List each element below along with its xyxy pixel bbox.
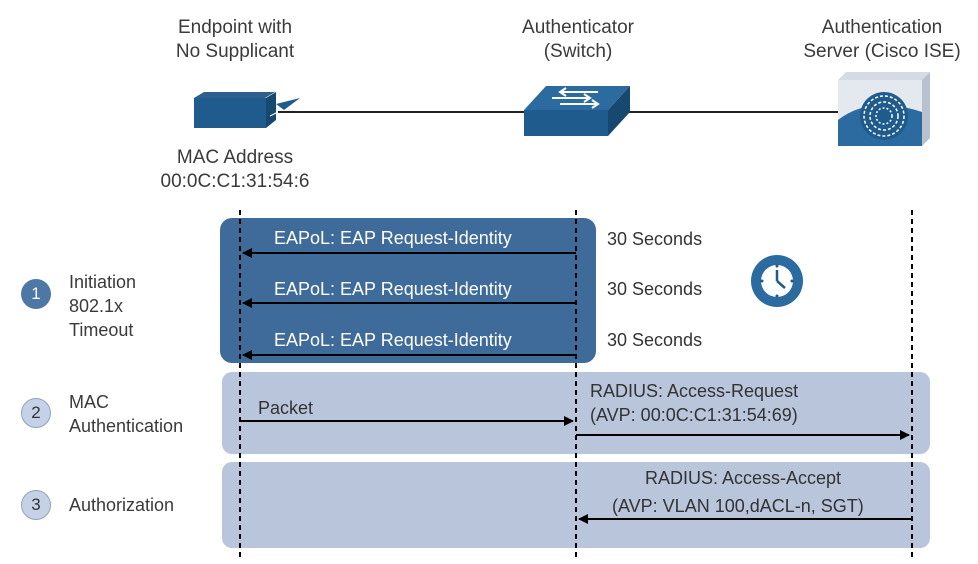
eapol-message-3: EAPoL: EAP Request-Identity: [274, 330, 512, 350]
step-3-label-line1: Authorization: [69, 495, 175, 515]
eapol-message-1: EAPoL: EAP Request-Identity: [274, 228, 512, 248]
endpoint-device-icon: [194, 92, 300, 128]
clock-icon: [751, 255, 803, 307]
radius-accept-label: RADIUS: Access-Accept: [645, 468, 842, 488]
server-title-line1: Authentication: [821, 17, 943, 38]
initiation-panel: [220, 218, 596, 363]
step-3-badge: 3: [21, 490, 51, 520]
radius-request-label: RADIUS: Access-Request: [590, 381, 799, 401]
step-1-label-line3: Timeout: [69, 320, 134, 340]
server-title-line2: Server (Cisco ISE): [803, 41, 961, 62]
mac-address-label: MAC Address: [176, 147, 294, 168]
ise-server-icon: [838, 72, 930, 146]
step-2-badge: 2: [21, 398, 51, 428]
endpoint-title-line2: No Supplicant: [175, 41, 295, 62]
step-3-label: Authorization: [69, 493, 174, 517]
endpoint-title-line1: Endpoint with: [177, 17, 293, 38]
step-2-label: MAC Authentication: [69, 390, 183, 438]
endpoint-title: Endpoint with No Supplicant: [150, 16, 320, 64]
radius-accept-avp: (AVP: VLAN 100,dACL-n, SGT): [612, 496, 864, 516]
radius-request-avp: (AVP: 00:0C:C1:31:54:69): [590, 405, 798, 425]
mac-address-value: 00:0C:C1:31:54:6: [160, 171, 310, 192]
step-1-label: Initiation 802.1x Timeout: [69, 270, 136, 342]
mac-address-block: MAC Address 00:0C:C1:31:54:6: [140, 146, 330, 194]
step-2-label-line2: Authentication: [69, 416, 184, 436]
timeout-label-2: 30 Seconds: [607, 279, 703, 299]
switch-icon: [524, 86, 630, 136]
eapol-message-2: EAPoL: EAP Request-Identity: [274, 279, 512, 299]
packet-label: Packet: [258, 398, 314, 418]
step-1-label-line1: Initiation: [69, 272, 137, 292]
step-1-badge: 1: [21, 279, 51, 309]
server-title: Authentication Server (Cisco ISE): [790, 16, 974, 64]
authenticator-title-line2: (Switch): [543, 41, 613, 62]
authorization-panel: [222, 462, 930, 548]
step-2-label-line1: MAC: [69, 392, 109, 412]
authenticator-title-line1: Authenticator: [522, 17, 634, 38]
step-1-label-line2: 802.1x: [69, 296, 124, 316]
timeout-label-3: 30 Seconds: [607, 330, 703, 350]
authenticator-title: Authenticator (Switch): [498, 16, 658, 64]
timeout-label-1: 30 Seconds: [607, 229, 703, 249]
